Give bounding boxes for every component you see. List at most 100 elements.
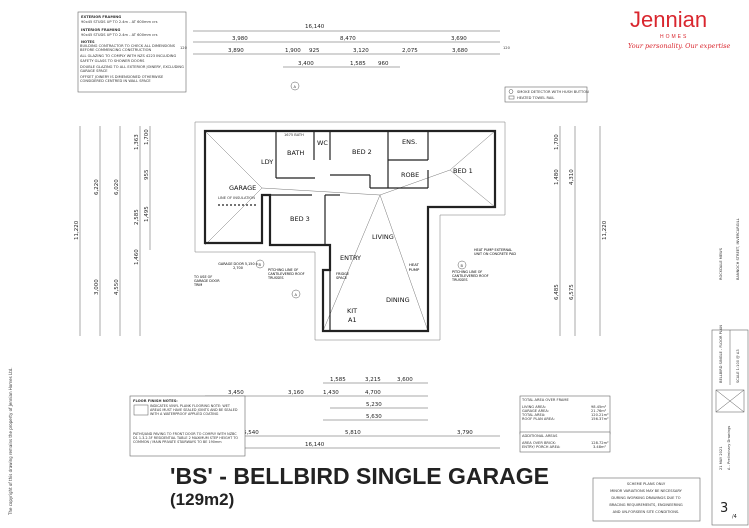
pitching-line-left: PITCHING LINE OF CANTILEVERED ROOF TRUSS… (268, 268, 305, 280)
area-value: 128.72m² (591, 441, 609, 445)
logo-tagline: Your personality. Our expertise (628, 42, 730, 50)
dim: 4,550 (114, 279, 120, 295)
right-dimensions: 11,220 1,700 1,480 4,310 6,485 6,575 (554, 126, 608, 336)
jennian-logo: Jennian HOMES Your personality. Our expe… (628, 7, 730, 50)
fridge-space-label: FRIDGE SPACE (336, 272, 350, 280)
dim: 6,575 (569, 284, 575, 300)
note-heading: NOTES (81, 40, 95, 44)
scheme-line: AND UN-FORSEEN SITE CONDITIONS. (613, 510, 680, 514)
dim: 3,890 (228, 48, 244, 54)
note-text: BUILDING CONTRACTOR TO CHECK ALL DIMENSI… (80, 44, 176, 53)
room-living: LIVING (372, 233, 394, 241)
copyright-notice: The copyright of this drawing remains th… (8, 367, 13, 516)
dim: 8,470 (340, 36, 356, 42)
drawing-revision: A - Preliminary Drawings (727, 426, 731, 470)
dim: 120 (503, 46, 511, 50)
dim: 3,680 (452, 48, 468, 54)
dim: 3,400 (298, 61, 314, 67)
dim: 1,495 (144, 206, 150, 222)
room-bath: BATH (287, 149, 304, 157)
bottom-dimensions: 1,585 3,215 3,600 3,450 3,160 1,430 4,70… (193, 377, 500, 449)
area-value: 3.48m² (593, 445, 607, 449)
legend-smoke: SMOKE DETECTOR WITH HUSH BUTTON (517, 90, 589, 94)
note-text: 90x45 STUDS UP TO 2.4m - AT 600mm crs (81, 20, 158, 24)
room-wc: WC (317, 139, 328, 147)
room-bed-1: BED 1 (453, 167, 473, 175)
section-marker-a: A (295, 293, 298, 297)
heat-pump-external-note: HEAT PUMP EXTERNAL UNIT ON CONCRETE PAD (474, 248, 516, 256)
area-label: ROOF PLAN AREA: (522, 417, 555, 421)
scheme-line: BRACING REQUIREMENTS, ENGINEERING (609, 503, 683, 507)
scheme-line: SCHEME PLANS ONLY (627, 482, 666, 486)
garage-trim-note: TO USE OF GARAGE DOOR TRIM (194, 275, 220, 287)
dim: 1,585 (350, 61, 366, 67)
sheet-number: 3 (720, 501, 728, 516)
dim-overall-depth-right: 11,220 (602, 220, 608, 240)
dim: 3,690 (451, 36, 467, 42)
dim: 955 (144, 169, 150, 180)
room-laundry: LDY (261, 158, 273, 166)
room-kitchen: KIT (347, 307, 357, 315)
dim: 1,700 (554, 134, 560, 150)
room-bed-3: BED 3 (290, 215, 310, 223)
note-heading: INTERIOR FRAMING (81, 28, 120, 32)
dim: 1,430 (323, 390, 339, 396)
room-ensuite: ENS. (402, 138, 417, 146)
dim: 2,075 (402, 48, 418, 54)
dim-overall-depth: 11,220 (74, 220, 80, 240)
area-title: TOTAL AREA OVER FRAME (521, 398, 569, 402)
area-value: 98.45m² (591, 405, 607, 409)
bath-tub-label: 1675 BATH (284, 133, 304, 137)
section-marker-b: B (461, 264, 464, 268)
area-value: 120.21m² (591, 413, 609, 417)
dim: 3,450 (228, 390, 244, 396)
scheme-line: DURING WORKING DRAWINGS DUE TO (611, 496, 680, 500)
kitchen-code: A1 (348, 316, 357, 324)
area-label: GARAGE AREA: (522, 409, 549, 413)
sheet-total: /4 (732, 514, 737, 520)
dim: 5,630 (366, 414, 382, 420)
drawing-date: 21 MAY 2021 (719, 447, 723, 470)
note-text: ALL GLAZING TO COMPLY WITH NZS 4223 INCL… (80, 54, 177, 63)
pitching-line-right: PITCHING LINE OF CANTILEVERED ROOF TRUSS… (452, 270, 489, 282)
project-address: BANNOCH STREET, INVERCARGILL (736, 218, 740, 280)
dim: 925 (309, 48, 320, 54)
dim: 6,540 (243, 430, 259, 436)
dim: 1,585 (330, 377, 346, 383)
note-heading: EXTERIOR FRAMING (81, 15, 121, 19)
scheme-plans-note: SCHEME PLANS ONLY MINOR VARIATIONS MAY B… (592, 477, 701, 522)
room-dining: DINING (386, 296, 410, 304)
dim: 1,363 (134, 134, 140, 150)
symbol-legend: SMOKE DETECTOR WITH HUSH BUTTON HEATED T… (504, 86, 589, 103)
section-markers: A A B B (255, 81, 467, 299)
dim: 5,810 (345, 430, 361, 436)
dim: 1,700 (144, 129, 150, 145)
area-value: 21.76m² (591, 409, 607, 413)
floor-finish-item: PATHS/AND PAVING TO FRONT DOOR TO COMPLY… (133, 432, 239, 444)
dim: 3,215 (365, 377, 381, 383)
additional-areas-title: ADDITIONAL AREAS (522, 434, 558, 438)
roof-outline (194, 121, 506, 341)
dim: 6,220 (94, 179, 100, 195)
dim: 1,460 (134, 249, 140, 265)
top-dimensions: 16,140 3,980 8,470 3,690 3,890 1,900 925… (180, 24, 511, 68)
area-label: TOTAL AREA: (521, 413, 545, 417)
dim: 4,700 (365, 390, 381, 396)
dim: 3,160 (288, 390, 304, 396)
dim: 6,020 (114, 179, 120, 195)
line-of-insulation-label: LINE OF INSULATION (218, 196, 255, 200)
dim: 960 (378, 61, 389, 67)
logo-brand: Jennian (630, 7, 707, 32)
plan-area-subtitle: (129m2) (170, 490, 234, 509)
dim-overall-width-bottom: 16,140 (305, 442, 325, 448)
area-label: AREA OVER BRICK: (522, 441, 556, 445)
area-label: ENTRY/ PORCH AREA: (522, 445, 560, 449)
dim: 3,600 (397, 377, 413, 383)
dim: 5,230 (366, 402, 382, 408)
legend-towel: HEATED TOWEL RAIL (517, 96, 554, 100)
room-garage: GARAGE (229, 184, 256, 192)
dim: 4,310 (569, 169, 575, 185)
project-name: ROCKDALE MEWS (719, 247, 723, 280)
dim: 3,980 (232, 36, 248, 42)
